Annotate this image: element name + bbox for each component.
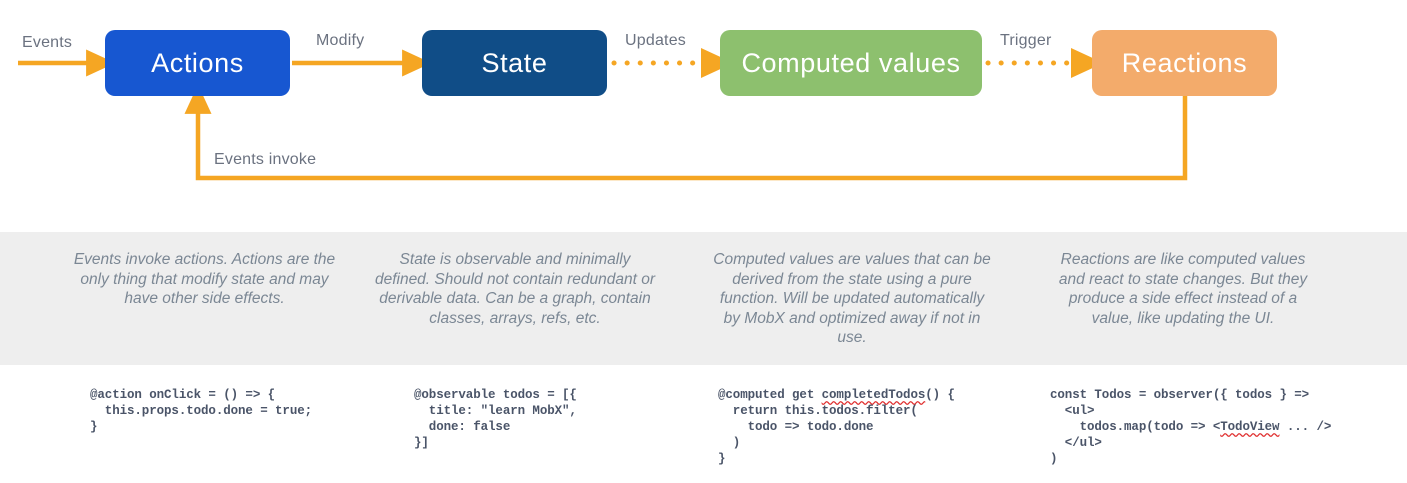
description-computed-values: Computed values are values that can be d… <box>713 251 991 346</box>
node-actions[interactable]: Actions <box>105 30 290 96</box>
edge-events-invoke-arrow <box>184 84 1188 181</box>
description-reactions: Reactions are like computed values and r… <box>1058 251 1308 327</box>
flow-layer: Events Modify Updates Trigger Events inv… <box>0 0 1407 232</box>
description-state: State is observable and minimally define… <box>374 251 656 327</box>
node-reactions[interactable]: Reactions <box>1092 30 1277 96</box>
description-band: Events invoke actions. Actions are the o… <box>0 232 1407 365</box>
node-reactions-label: Reactions <box>1121 47 1248 78</box>
edge-label-events-invoke: Events invoke <box>214 151 317 168</box>
code-sample-state: @observable todos = [{ title: "learn Mob… <box>414 388 577 450</box>
description-actions: Events invoke actions. Actions are the o… <box>73 251 336 307</box>
node-computed-values[interactable]: Computed values <box>720 30 982 96</box>
edge-label-trigger: Trigger <box>1000 32 1052 49</box>
node-state-label: State <box>481 47 548 78</box>
node-state[interactable]: State <box>422 30 607 96</box>
edge-label-modify: Modify <box>316 32 365 49</box>
node-actions-label: Actions <box>151 47 244 78</box>
edge-label-updates: Updates <box>625 32 686 49</box>
code-sample-computed-values: @computed get completedTodos() { return … <box>718 388 955 466</box>
edge-label-events: Events <box>22 34 73 51</box>
node-computed-values-label: Computed values <box>741 47 961 78</box>
code-sample-reactions: const Todos = observer({ todos } => <ul>… <box>1050 388 1332 466</box>
flow-arrows <box>18 48 1188 181</box>
code-band: @action onClick = () => { this.props.tod… <box>0 365 1407 483</box>
code-sample-actions: @action onClick = () => { this.props.tod… <box>90 388 313 434</box>
